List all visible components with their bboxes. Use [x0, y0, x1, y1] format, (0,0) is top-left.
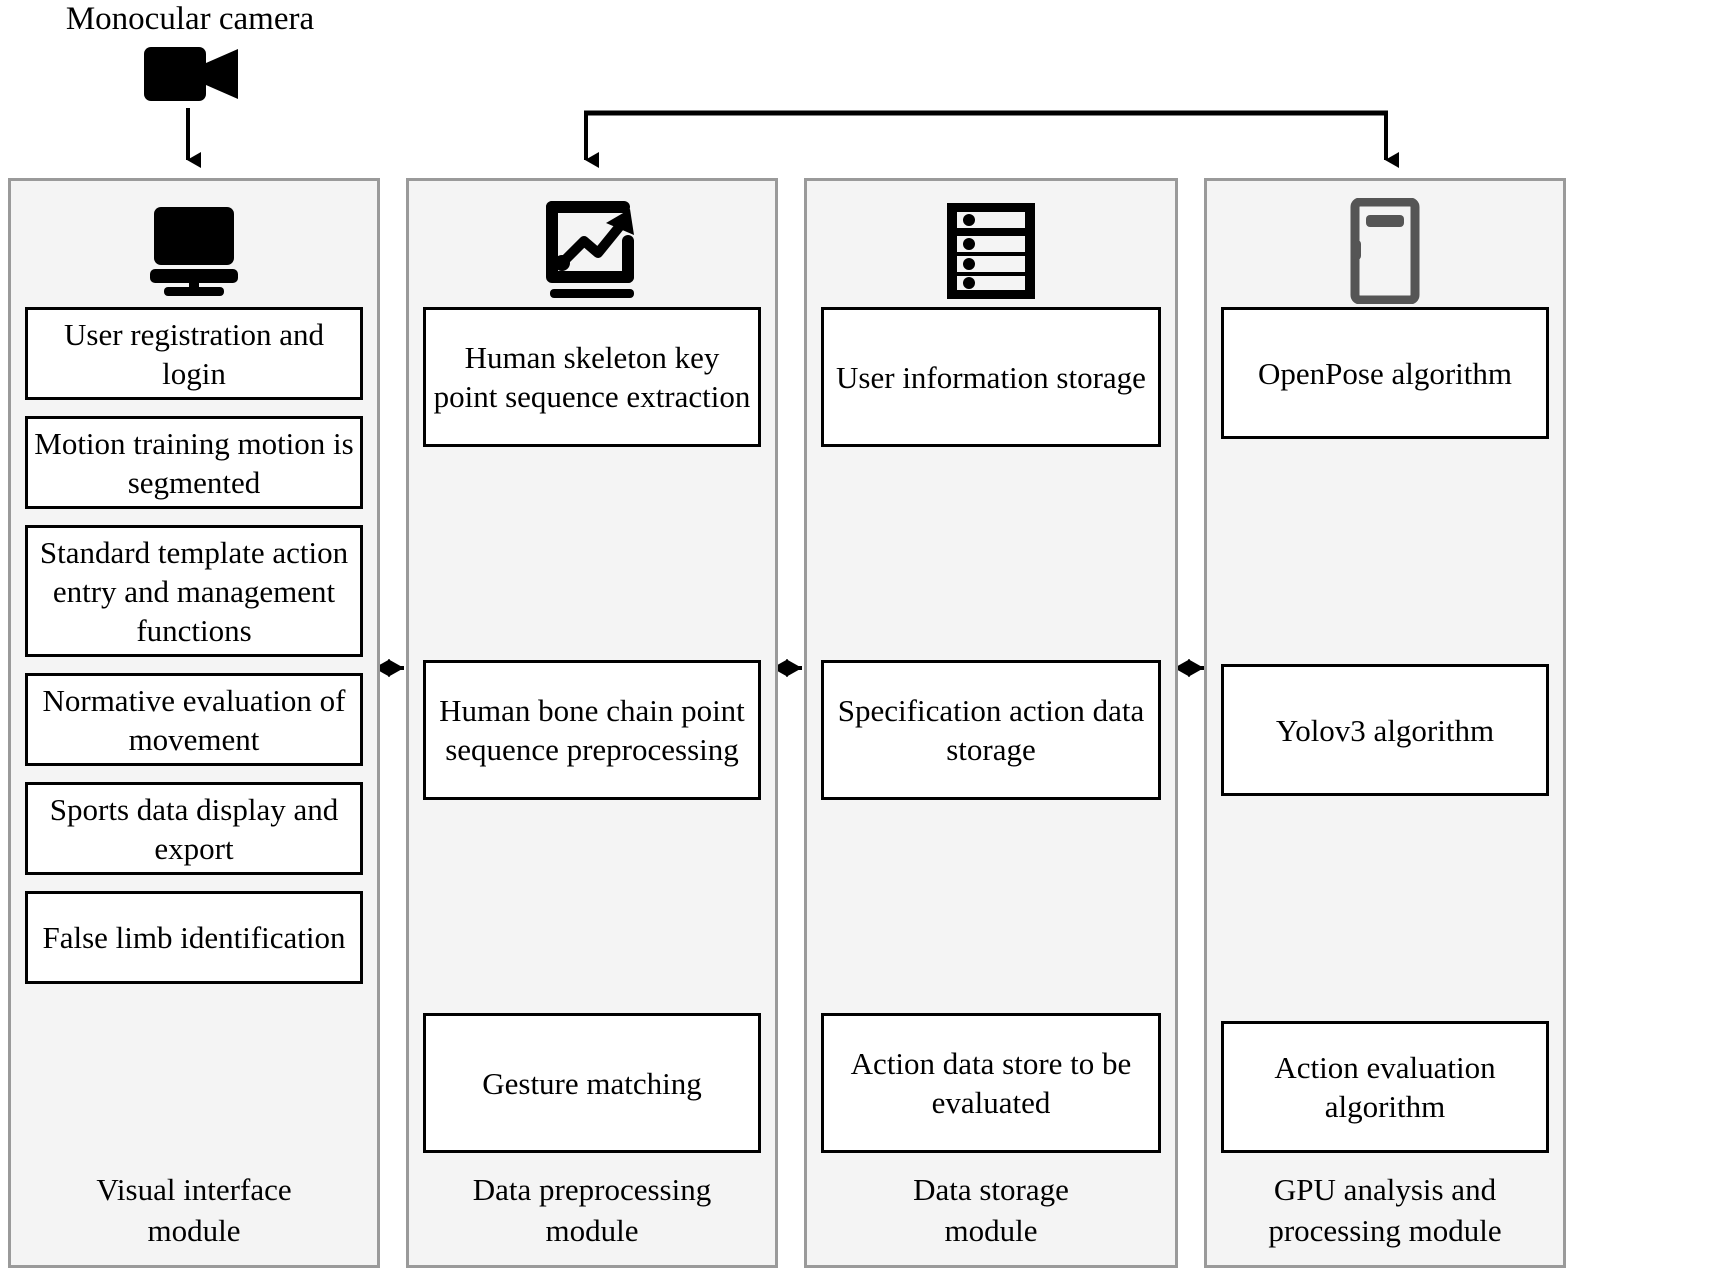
module-items: User registration and login Motion train… [25, 307, 363, 1153]
monitor-icon [144, 195, 244, 307]
item-box[interactable]: User information storage [821, 307, 1161, 447]
item-box[interactable]: Human skeleton key point sequence extrac… [423, 307, 761, 447]
item-box[interactable]: OpenPose algorithm [1221, 307, 1549, 439]
module-gpu-analysis[interactable]: OpenPose algorithm Yolov3 algorithm Acti… [1204, 178, 1566, 1268]
item-box[interactable]: Human bone chain point sequence preproce… [423, 660, 761, 800]
module-visual-interface[interactable]: User registration and login Motion train… [8, 178, 380, 1268]
camera-source-group: Monocular camera [40, 0, 340, 170]
item-box[interactable]: Sports data display and export [25, 782, 363, 875]
module-items: User information storage Specification a… [821, 307, 1161, 1153]
computer-tower-icon [1345, 195, 1425, 307]
item-box[interactable]: False limb identification [25, 891, 363, 984]
arrow-camera-bus [584, 110, 1399, 168]
chart-trending-up-icon [540, 195, 644, 307]
item-box[interactable]: Action evaluation algorithm [1221, 1021, 1549, 1153]
item-box[interactable]: Motion training motion is segmented [25, 416, 363, 509]
item-box[interactable]: Standard template action entry and manag… [25, 525, 363, 657]
item-box[interactable]: Specification action data storage [821, 660, 1161, 800]
module-data-storage[interactable]: User information storage Specification a… [804, 178, 1178, 1268]
module-data-preprocessing[interactable]: Human skeleton key point sequence extrac… [406, 178, 778, 1268]
item-box[interactable]: Action data store to be evaluated [821, 1013, 1161, 1153]
module-items: Human skeleton key point sequence extrac… [423, 307, 761, 1153]
video-camera-icon [144, 45, 240, 103]
server-rack-icon [943, 195, 1039, 307]
item-box[interactable]: User registration and login [25, 307, 363, 400]
item-box[interactable]: Gesture matching [423, 1013, 761, 1153]
item-box[interactable]: Yolov3 algorithm [1221, 664, 1549, 796]
module-items: OpenPose algorithm Yolov3 algorithm Acti… [1221, 307, 1549, 1153]
camera-label: Monocular camera [65, 1, 315, 37]
item-box[interactable]: Normative evaluation of movement [25, 673, 363, 766]
module-row: User registration and login Motion train… [8, 178, 1718, 1268]
